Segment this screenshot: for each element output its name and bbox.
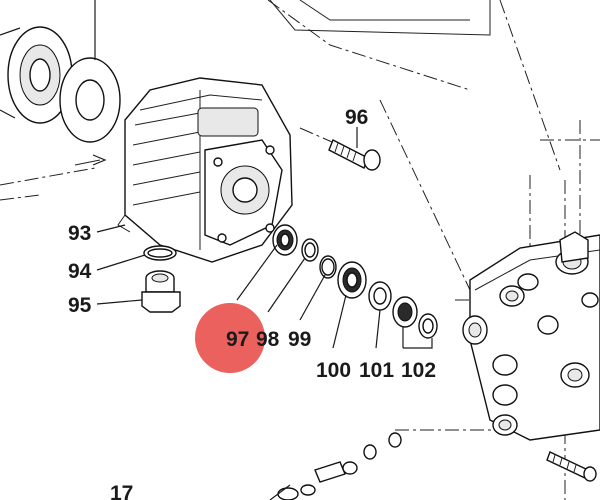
seal-102 — [392, 296, 438, 339]
callout-98: 98 — [256, 328, 280, 351]
o-ring-94 — [143, 245, 177, 261]
o-ring-99 — [319, 255, 337, 279]
shaft-assembly-left — [0, 0, 121, 166]
callout-96: 96 — [345, 106, 368, 129]
leader-lines — [96, 127, 433, 349]
callout-labels: 93 94 95 96 97 98 99 100 101 102 17 — [68, 106, 436, 500]
pump-manifold — [462, 231, 600, 441]
seal-ring-97 — [272, 224, 298, 256]
callout-102: 102 — [401, 359, 436, 382]
callout-101: 101 — [359, 359, 394, 382]
plug-95 — [141, 270, 181, 313]
crankcase-housing — [117, 77, 293, 263]
callout-94: 94 — [68, 260, 92, 283]
callout-97-highlight-marker — [195, 303, 265, 373]
ring-101 — [368, 281, 392, 311]
callout-97: 97 — [226, 328, 249, 351]
callout-93: 93 — [68, 222, 91, 245]
callout-95: 95 — [68, 294, 92, 317]
bottom-small-parts — [269, 432, 597, 500]
seal-100 — [337, 261, 367, 299]
callout-99: 99 — [288, 328, 311, 351]
seal-ring-98 — [301, 238, 319, 262]
callout-17: 17 — [110, 482, 133, 500]
callout-100: 100 — [316, 359, 351, 382]
bolt-96 — [299, 127, 381, 171]
top-gearbox-outline — [269, 0, 491, 36]
